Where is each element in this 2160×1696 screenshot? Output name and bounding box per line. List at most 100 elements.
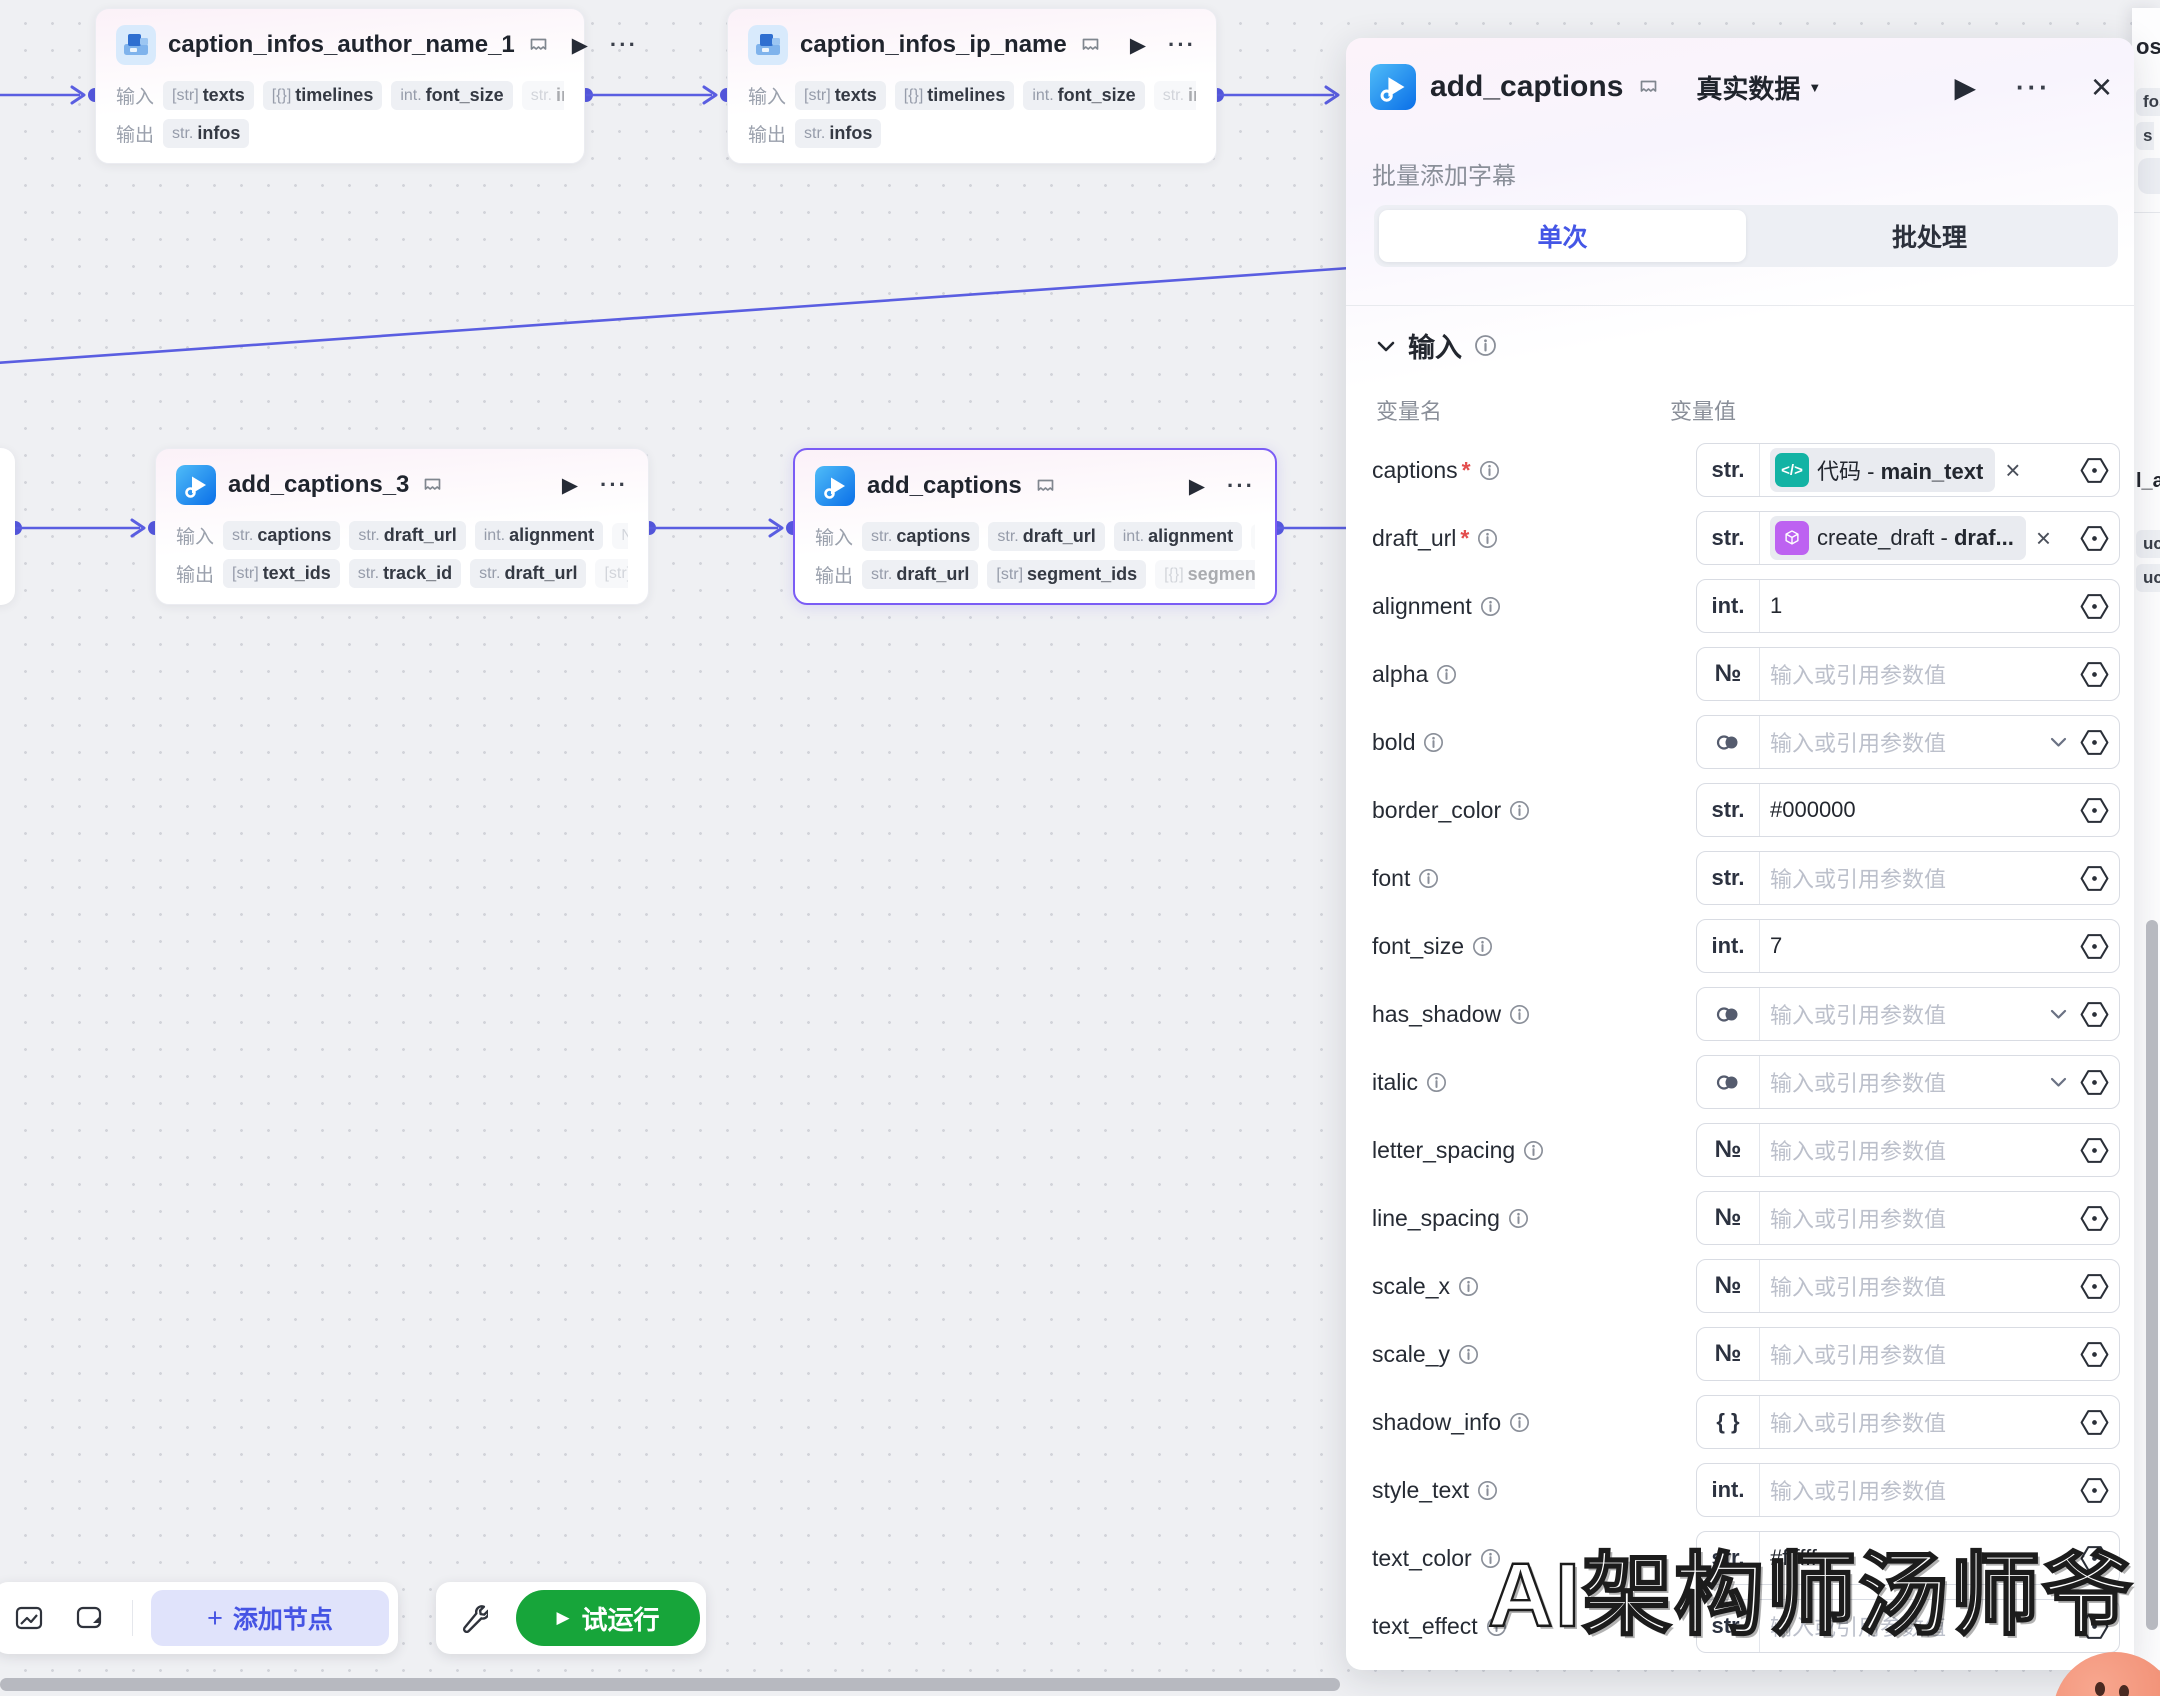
tab-batch[interactable]: 批处理 — [1891, 224, 1967, 252]
param-value[interactable]: 7 — [1770, 933, 1783, 958]
offscreen-node-sliver[interactable] — [0, 448, 15, 605]
info-icon[interactable] — [1458, 1344, 1479, 1365]
param-input[interactable]: int.1 — [1696, 579, 2120, 633]
info-icon[interactable] — [1418, 868, 1439, 889]
reference-selector-button[interactable] — [2079, 1611, 2110, 1642]
run-node-button[interactable]: ▶ — [561, 473, 579, 497]
info-icon[interactable] — [1426, 1072, 1447, 1093]
param-input[interactable]: int.输入或引用参数值 — [1696, 1463, 2120, 1517]
param-placeholder[interactable]: 输入或引用参数值 — [1770, 1411, 1947, 1436]
export-image-icon[interactable] — [12, 1601, 46, 1635]
reference-selector-button[interactable] — [2079, 931, 2110, 962]
info-icon[interactable] — [1508, 1208, 1529, 1229]
comment-note-icon[interactable] — [72, 1601, 106, 1635]
node-more-button[interactable]: ··· — [600, 472, 628, 497]
reference-selector-button[interactable] — [2079, 1339, 2110, 1370]
info-icon[interactable] — [1523, 1140, 1544, 1161]
reference-selector-button[interactable] — [2079, 523, 2110, 554]
param-placeholder[interactable]: 输入或引用参数值 — [1770, 1479, 1947, 1504]
reference-selector-button[interactable] — [2079, 1203, 2110, 1234]
reference-pill[interactable]: create_draft - draf... — [1770, 516, 2026, 560]
info-icon[interactable] — [1509, 1004, 1530, 1025]
test-run-button[interactable]: ▶ 试运行 — [516, 1590, 700, 1646]
param-input[interactable]: str. create_draft - draf...× — [1696, 511, 2120, 565]
info-icon[interactable] — [1509, 1412, 1530, 1433]
vertical-scrollbar[interactable] — [2146, 920, 2158, 1630]
reference-selector-button[interactable] — [2079, 1407, 2110, 1438]
param-placeholder[interactable]: 输入或引用参数值 — [1770, 1615, 1947, 1640]
run-node-button[interactable]: ▶ — [571, 33, 588, 57]
clear-reference-icon[interactable]: × — [2035, 522, 2052, 553]
reference-selector-button[interactable] — [2079, 591, 2110, 622]
reference-pill[interactable]: </>代码 - main_text — [1770, 448, 1996, 492]
info-icon[interactable] — [1479, 460, 1500, 481]
param-placeholder[interactable]: 输入或引用参数值 — [1770, 663, 1947, 688]
param-placeholder[interactable]: 输入或引用参数值 — [1770, 731, 1947, 756]
dropdown-chevron-icon[interactable] — [2050, 1077, 2067, 1088]
reference-selector-button[interactable] — [2079, 1475, 2110, 1506]
workflow-node-caption_infos_author_name_1[interactable]: caption_infos_author_name_1 ▶···输入[str]t… — [95, 8, 636, 164]
reference-selector-button[interactable] — [2079, 659, 2110, 690]
workflow-node-caption_infos_ip_name[interactable]: caption_infos_ip_name ▶···输入[str]texts[{… — [727, 8, 1217, 164]
data-mode-dropdown[interactable]: 真实数据 ▼ — [1696, 69, 1821, 106]
tab-single[interactable]: 单次 — [1379, 210, 1746, 262]
horizontal-scrollbar[interactable] — [0, 1678, 1340, 1691]
info-icon[interactable] — [1458, 1276, 1479, 1297]
info-icon[interactable] — [1486, 1616, 1507, 1637]
param-input[interactable]: str.输入或引用参数值 — [1696, 851, 2120, 905]
info-icon[interactable] — [1436, 664, 1457, 685]
reference-selector-button[interactable] — [2079, 1271, 2110, 1302]
more-menu-button[interactable]: ··· — [2015, 71, 2051, 102]
param-input[interactable]: 输入或引用参数值 — [1696, 715, 2120, 769]
run-node-button[interactable]: ▶ — [1954, 71, 1976, 103]
reference-selector-button[interactable] — [2079, 999, 2110, 1030]
reference-selector-button[interactable] — [2079, 455, 2110, 486]
info-icon[interactable] — [1423, 732, 1444, 753]
param-value[interactable]: #000000 — [1770, 797, 1856, 822]
info-icon[interactable] — [1480, 1548, 1501, 1569]
param-input[interactable]: str.输入或引用参数值 — [1696, 1599, 2120, 1653]
node-more-button[interactable]: ··· — [1168, 32, 1196, 57]
param-input[interactable]: str.#000000 — [1696, 783, 2120, 837]
node-more-button[interactable]: ··· — [1227, 473, 1255, 498]
info-icon[interactable] — [1477, 1480, 1498, 1501]
param-input[interactable]: { }输入或引用参数值 — [1696, 1395, 2120, 1449]
run-node-button[interactable]: ▶ — [1188, 474, 1206, 498]
reference-selector-button[interactable] — [2079, 1543, 2110, 1574]
param-input[interactable]: str.#ffffff — [1696, 1531, 2120, 1585]
param-input[interactable]: str.</>代码 - main_text× — [1696, 443, 2120, 497]
dropdown-chevron-icon[interactable] — [2050, 1009, 2067, 1020]
param-placeholder[interactable]: 输入或引用参数值 — [1770, 1071, 1947, 1096]
run-node-button[interactable]: ▶ — [1129, 33, 1147, 57]
param-placeholder[interactable]: 输入或引用参数值 — [1770, 1003, 1947, 1028]
reference-selector-button[interactable] — [2079, 1067, 2110, 1098]
reference-selector-button[interactable] — [2079, 795, 2110, 826]
add-node-button[interactable]: + 添加节点 — [151, 1590, 389, 1646]
param-value[interactable]: 1 — [1770, 593, 1783, 618]
param-placeholder[interactable]: 输入或引用参数值 — [1770, 1343, 1947, 1368]
node-more-button[interactable]: ··· — [609, 32, 638, 57]
clear-reference-icon[interactable]: × — [2005, 454, 2021, 485]
wrench-icon[interactable] — [456, 1601, 490, 1635]
param-input[interactable]: 输入或引用参数值 — [1696, 1055, 2120, 1109]
reference-selector-button[interactable] — [2079, 727, 2110, 758]
param-value[interactable]: #ffffff — [1770, 1545, 1817, 1570]
param-placeholder[interactable]: 输入或引用参数值 — [1770, 1275, 1947, 1300]
info-icon[interactable] — [1509, 800, 1530, 821]
param-placeholder[interactable]: 输入或引用参数值 — [1770, 867, 1947, 892]
param-placeholder[interactable]: 输入或引用参数值 — [1770, 1139, 1947, 1164]
info-icon[interactable] — [1480, 596, 1501, 617]
param-input[interactable]: int.7 — [1696, 919, 2120, 973]
dropdown-chevron-icon[interactable] — [2050, 737, 2067, 748]
reference-selector-button[interactable] — [2079, 1135, 2110, 1166]
info-icon[interactable] — [1472, 936, 1493, 957]
param-placeholder[interactable]: 输入或引用参数值 — [1770, 1207, 1947, 1232]
close-icon[interactable]: × — [2090, 66, 2112, 107]
